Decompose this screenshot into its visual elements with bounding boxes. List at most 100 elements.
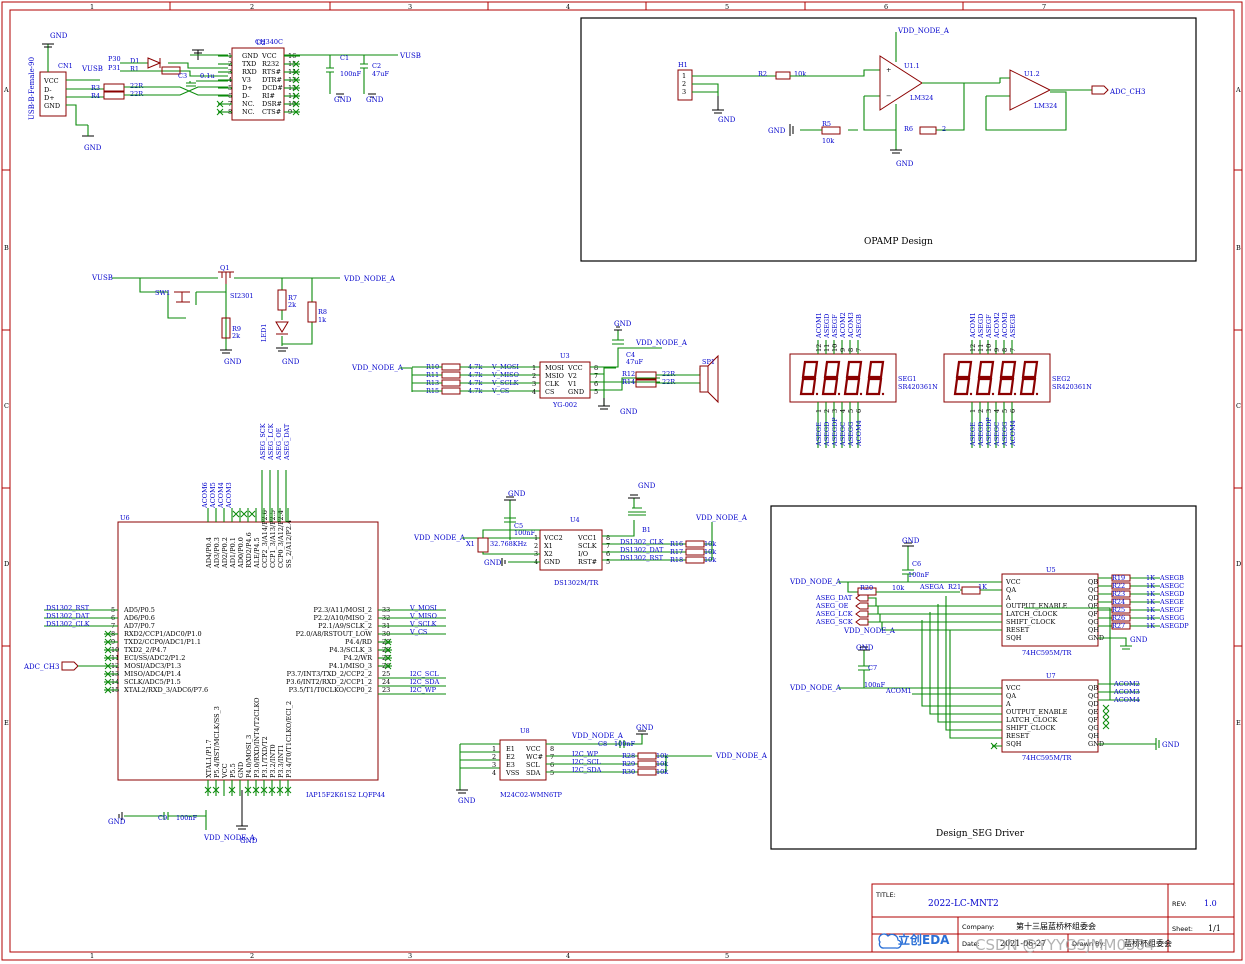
row-a-right: A (1235, 86, 1241, 94)
u6-pin-label: SS_2/A12/P2.4 (285, 520, 293, 568)
u5-reset-vdd: VDD_NODE_A (843, 627, 896, 635)
u6-pin-label: P4.0/MOSI_3 (245, 735, 253, 778)
u7-pin-label: QC (1088, 692, 1098, 700)
c4-vdd: VDD_NODE_A (635, 339, 688, 347)
buzzer-driver-u3[interactable] (539, 361, 591, 399)
no-connect-mark (104, 654, 112, 662)
opamp-vdd-label: VDD_NODE_A (897, 27, 950, 35)
ch340c-u2[interactable]: U2 (231, 39, 285, 121)
r7-value: 2k (288, 301, 296, 309)
r5-value: 10k (822, 137, 834, 145)
u4-pin-number: 5 (606, 558, 610, 566)
u8-pin-label: E1 (506, 745, 515, 753)
u7-output-net: ACOM4 (1113, 696, 1140, 704)
r2-ref: R2 (758, 70, 767, 78)
u1-2-part: LM324 (1034, 102, 1057, 110)
u4-vdd-label: VDD_NODE_A (413, 534, 466, 542)
sw1-ref: SW1 (155, 289, 170, 297)
no-connect-mark (276, 786, 284, 794)
u4-pin-number: 8 (606, 534, 610, 542)
u4-pin-label: X1 (544, 542, 553, 550)
u4-pin-label: GND (544, 558, 560, 566)
power-vdd-label: VDD_NODE_A (343, 275, 396, 283)
seg2-part: SR420361N (1052, 383, 1092, 391)
c5-ref: C5 (514, 522, 523, 530)
c1-value: 100nF (340, 70, 362, 78)
seven-seg-seg1[interactable] (789, 353, 897, 403)
c1-ref: C1 (340, 54, 349, 62)
no-connect-mark (104, 646, 112, 654)
seven-seg-digit (1019, 360, 1039, 396)
seven-seg-digit (975, 360, 995, 396)
no-connect-mark (292, 108, 300, 116)
no-connect-mark (216, 108, 224, 116)
seg-pin-number: 7 (1009, 348, 1017, 352)
seg2-ref: SEG2 (1052, 375, 1071, 383)
c6-value: 100nF (908, 571, 930, 579)
u6-pin-label: AD5/P0.5 (123, 606, 155, 614)
r5-ref: R5 (822, 120, 831, 128)
u3-pin-label: V2 (567, 372, 577, 380)
u5-res-value: 1K (1146, 606, 1155, 614)
seg-top-net: ASEGB (855, 314, 863, 339)
u6-ref: U6 (120, 514, 130, 522)
shift-register-u7[interactable] (1001, 679, 1099, 753)
u5-res-value: 1K (1146, 574, 1155, 582)
drawn-value: 蓝桥杯组委会 (1124, 938, 1172, 948)
u5-output-net: ASEGB (1159, 574, 1184, 582)
u5-series-resistor (1111, 614, 1131, 622)
u4-pin-number: 6 (606, 550, 610, 558)
r12-ref: R12 (622, 370, 635, 378)
seven-seg-seg2[interactable] (943, 353, 1051, 403)
no-connect-mark (1102, 710, 1110, 718)
no-connect-mark (204, 786, 212, 794)
row-e-right: E (1236, 719, 1241, 727)
seg-bottom-net: ASEGD (823, 422, 831, 447)
sp1-ref: SP1 (702, 358, 715, 366)
u4-pullup-resistor (685, 556, 705, 564)
seg-block-title: Design_SEG Driver (936, 829, 1025, 839)
u2-pin-label: V3 (241, 76, 251, 84)
h1-ref: H1 (678, 61, 688, 69)
u6-pin-label: P5.4/RST/MCLK/SS_3 (213, 706, 221, 778)
usb-connector-cn1[interactable]: CN1 VCC D- D+ GND USB-B-Female-90 (28, 57, 73, 120)
header-h1[interactable] (677, 69, 693, 101)
c9-value: 100nF (176, 814, 198, 822)
u3-pin-label: CLK (545, 380, 559, 388)
r12-value: 22R (662, 370, 676, 378)
u5-pin-label: QE (1088, 602, 1098, 610)
u6-pin-label: CCP0_3/A12/P2.4 (277, 510, 285, 568)
u6-top-net: ACOM4 (217, 482, 225, 509)
c8-ref: C8 (598, 740, 607, 748)
r9-ref: R9 (232, 325, 241, 333)
u6-top-net: ASEG_LCK (267, 423, 275, 461)
u5-input-net: ASEG_DAT (815, 594, 853, 602)
diode-d1 (147, 57, 162, 69)
b1-gnd: GND (638, 482, 656, 490)
u5-pin-label: GND (1088, 634, 1104, 642)
u6-right-net: I2C_WP (410, 686, 437, 694)
u3-vdd-label: VDD_NODE_A (351, 364, 404, 372)
no-connect-mark (268, 786, 276, 794)
rev-value: 1.0 (1204, 899, 1217, 908)
seg-bottom-net: ACOM4 (1009, 420, 1017, 447)
u8-pin-label: E3 (506, 761, 515, 769)
u8-pin-number: 4 (492, 769, 496, 777)
eeprom-u8[interactable] (499, 739, 547, 781)
r21-value: 1K (978, 583, 987, 591)
u4-ref: U4 (570, 516, 580, 524)
r9-gnd: GND (224, 358, 242, 366)
u8-pullup-resistor (637, 752, 657, 760)
date-value: 2021-06-27 (1000, 939, 1046, 948)
u6-top-net: ACOM6 (201, 482, 209, 509)
u6-pin-label: P2.2/A10/MISO_2 (314, 614, 372, 622)
u7-pin-label: A (1005, 700, 1011, 708)
rtc-u4[interactable] (539, 529, 603, 571)
u6-pin-label: ALE/P4.5 (253, 537, 261, 569)
u4-pin-label: VCC1 (577, 534, 597, 542)
u7-pin-label: SQH (1006, 740, 1022, 748)
u6-pin-label: AD3/P0.3 (213, 537, 221, 569)
p30-label: P30 (108, 55, 121, 63)
drawn-label: Drawn By: (1072, 940, 1105, 948)
